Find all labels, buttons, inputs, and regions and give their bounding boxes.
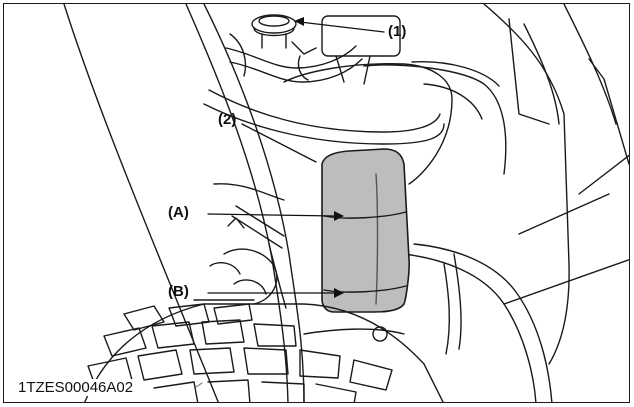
callout-b: (B) [168, 283, 189, 300]
leader-2 [241, 123, 317, 163]
figure-id: 1TZES00046A02 [16, 379, 136, 396]
reservoir-illustration [63, 4, 629, 402]
arrowhead-a [334, 211, 344, 221]
figure-frame: (1) (2) (A) (B) 1TZES00046A02 [3, 3, 630, 403]
leader-lines [195, 21, 385, 388]
callout-a: (A) [168, 204, 189, 221]
leader-a [207, 213, 337, 217]
engine-parts [193, 183, 287, 309]
tire [84, 303, 444, 402]
cover-panel [203, 61, 507, 185]
coolant-reservoir [321, 148, 410, 313]
radiator-hoses [225, 15, 401, 85]
arrowhead-b [334, 288, 344, 298]
callout-2: (2) [218, 111, 237, 128]
arrowhead-1 [294, 17, 304, 26]
leader-1 [299, 21, 385, 33]
callout-1: (1) [388, 23, 407, 40]
right-side-panels [443, 4, 629, 365]
arrowheads [294, 17, 344, 298]
radiator-cap [251, 14, 297, 49]
wheel-arch [303, 243, 553, 402]
